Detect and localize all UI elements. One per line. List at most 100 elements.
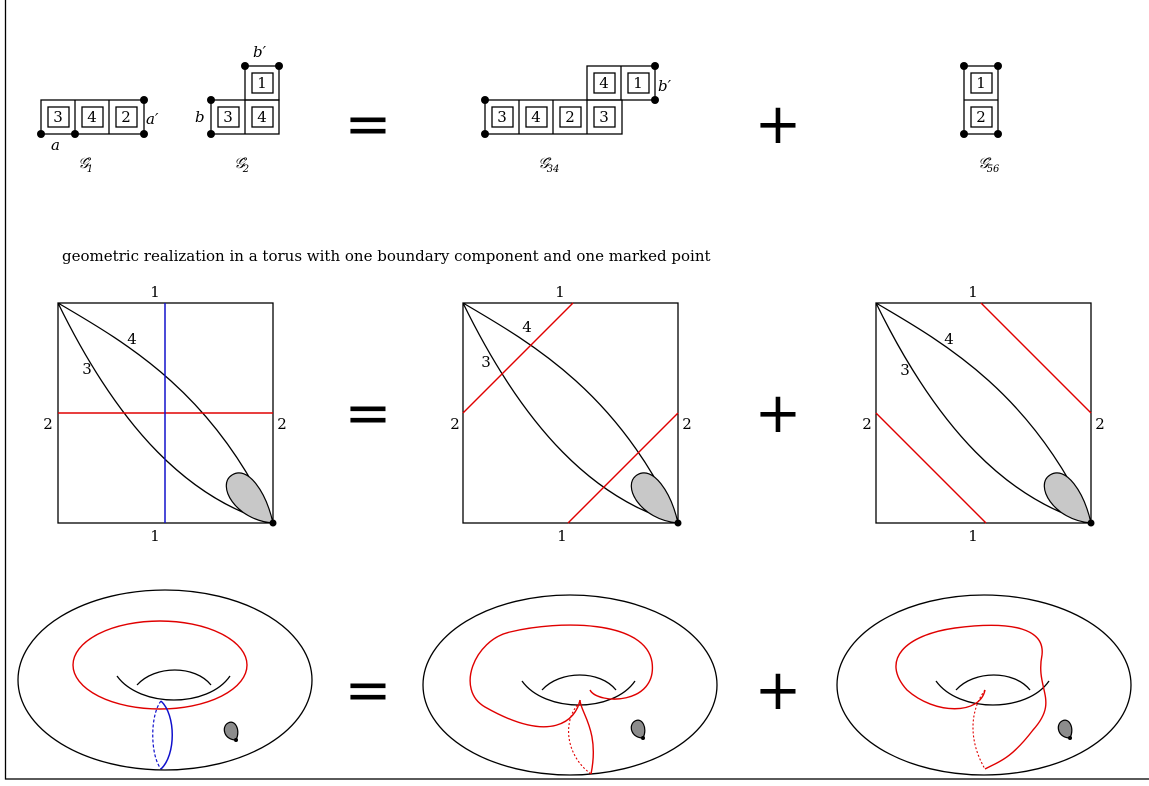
g34-vertex [651, 96, 659, 104]
marked-point [1087, 519, 1095, 527]
edge-label-bottom: 1 [557, 527, 567, 545]
equals-sign: = [345, 381, 392, 446]
marked-point [674, 519, 682, 527]
g1-cell: 3 [53, 108, 63, 126]
red-curve [579, 699, 595, 775]
equals-sign: = [345, 658, 392, 723]
red-curve [469, 624, 653, 728]
arc-label-3: 3 [481, 353, 491, 371]
g2-vertex [275, 62, 283, 70]
g34-cell: 4 [599, 74, 609, 92]
edge-label-bottom: 1 [150, 527, 160, 545]
g34-cell: 1 [633, 74, 643, 92]
g34-cell: 4 [531, 108, 541, 126]
g34-caption: 𝒢34∘ [538, 154, 559, 175]
arc-label-4: 4 [127, 330, 137, 348]
edge-label-left: 2 [450, 415, 460, 433]
g1-vertex [140, 96, 148, 104]
torus-diagram-3 [836, 594, 1132, 776]
torus-diagram-2 [422, 594, 718, 776]
edge-label-left: 2 [862, 415, 872, 433]
g56-vertex [960, 62, 968, 70]
g1-vertex [71, 130, 79, 138]
edge-label-right: 2 [1095, 415, 1105, 433]
square-diagram-2: 1 1 2 2 4 3 [450, 283, 692, 545]
g56-vertex [960, 130, 968, 138]
g2-caption: 𝒢2∘ [234, 154, 249, 175]
g56-caption: 𝒢56∘ [978, 154, 1000, 175]
g2-vertex [207, 130, 215, 138]
red-curve-back [972, 689, 986, 770]
snake-graph-g2: 1 3 4 b b′ 𝒢2∘ [195, 43, 283, 175]
arc-label-4: 4 [522, 318, 532, 336]
boundary-component [1043, 472, 1092, 524]
g56-cell: 1 [976, 74, 986, 92]
g56-vertex [994, 62, 1002, 70]
g2-cell: 3 [223, 108, 233, 126]
g34-vertex [481, 130, 489, 138]
g1-label-a: a [51, 136, 60, 154]
g1-vertex [37, 130, 45, 138]
edge-label-right: 2 [277, 415, 287, 433]
plus-sign: + [755, 381, 802, 446]
boundary-component [1057, 719, 1073, 739]
edge-label-top: 1 [150, 283, 160, 301]
g2-vertex [207, 96, 215, 104]
g34-label-b-prime: b′ [658, 77, 672, 95]
outer-frame [4, 0, 1149, 780]
edge-label-right: 2 [682, 415, 692, 433]
red-arc [567, 412, 679, 524]
boundary-component [223, 721, 239, 741]
g1-caption: 𝒢1∘ [78, 154, 93, 175]
marked-point [269, 519, 277, 527]
g1-vertex [140, 130, 148, 138]
snake-graph-g1: 3 4 2 a a′ 𝒢1∘ [37, 96, 159, 175]
g2-cell: 1 [257, 74, 267, 92]
boundary-component [225, 472, 274, 524]
g34-vertex [481, 96, 489, 104]
g56-vertex [994, 130, 1002, 138]
edge-label-bottom: 1 [968, 527, 978, 545]
boundary-component [630, 472, 679, 524]
red-curve [72, 620, 248, 710]
red-arc [462, 302, 574, 414]
equals-sign: = [345, 92, 392, 157]
marked-point [234, 738, 238, 742]
g2-vertex [241, 62, 249, 70]
g2-cell: 4 [257, 108, 267, 126]
edge-label-left: 2 [43, 415, 53, 433]
torus-diagram-1 [17, 589, 313, 771]
g1-cell: 4 [87, 108, 97, 126]
marked-point [641, 736, 645, 740]
red-arc [875, 412, 987, 524]
g2-label-b-prime: b′ [253, 43, 267, 61]
square-diagram-1: 1 1 2 2 4 3 [43, 283, 287, 545]
edge-label-top: 1 [555, 283, 565, 301]
g56-cell: 2 [976, 108, 986, 126]
caption-sentence: geometric realization in a torus with on… [62, 247, 711, 265]
marked-point [1068, 736, 1072, 740]
snake-graph-g56: 1 2 𝒢56∘ [960, 62, 1002, 175]
g1-cell: 2 [121, 108, 131, 126]
red-curve-back [568, 701, 592, 775]
g34-vertex [651, 62, 659, 70]
boundary-component [630, 719, 646, 739]
g34-cell: 3 [497, 108, 507, 126]
g34-cell: 3 [599, 108, 609, 126]
arc-label-4: 4 [944, 330, 954, 348]
g2-label-b: b [195, 108, 205, 126]
g34-cell: 2 [565, 108, 575, 126]
plus-sign: + [755, 658, 802, 723]
edge-label-top: 1 [968, 283, 978, 301]
arc-label-3: 3 [900, 361, 910, 379]
plus-sign: + [755, 92, 802, 157]
g1-label-a-prime: a′ [146, 110, 159, 128]
red-curve [895, 624, 1047, 770]
square-diagram-3: 1 1 2 2 4 3 [862, 283, 1105, 545]
snake-graph-g34: 4 1 3 4 2 3 b′ 𝒢34∘ [481, 62, 672, 175]
red-arc [980, 302, 1092, 414]
blue-curve-back [152, 700, 162, 770]
blue-curve-front [160, 700, 173, 770]
